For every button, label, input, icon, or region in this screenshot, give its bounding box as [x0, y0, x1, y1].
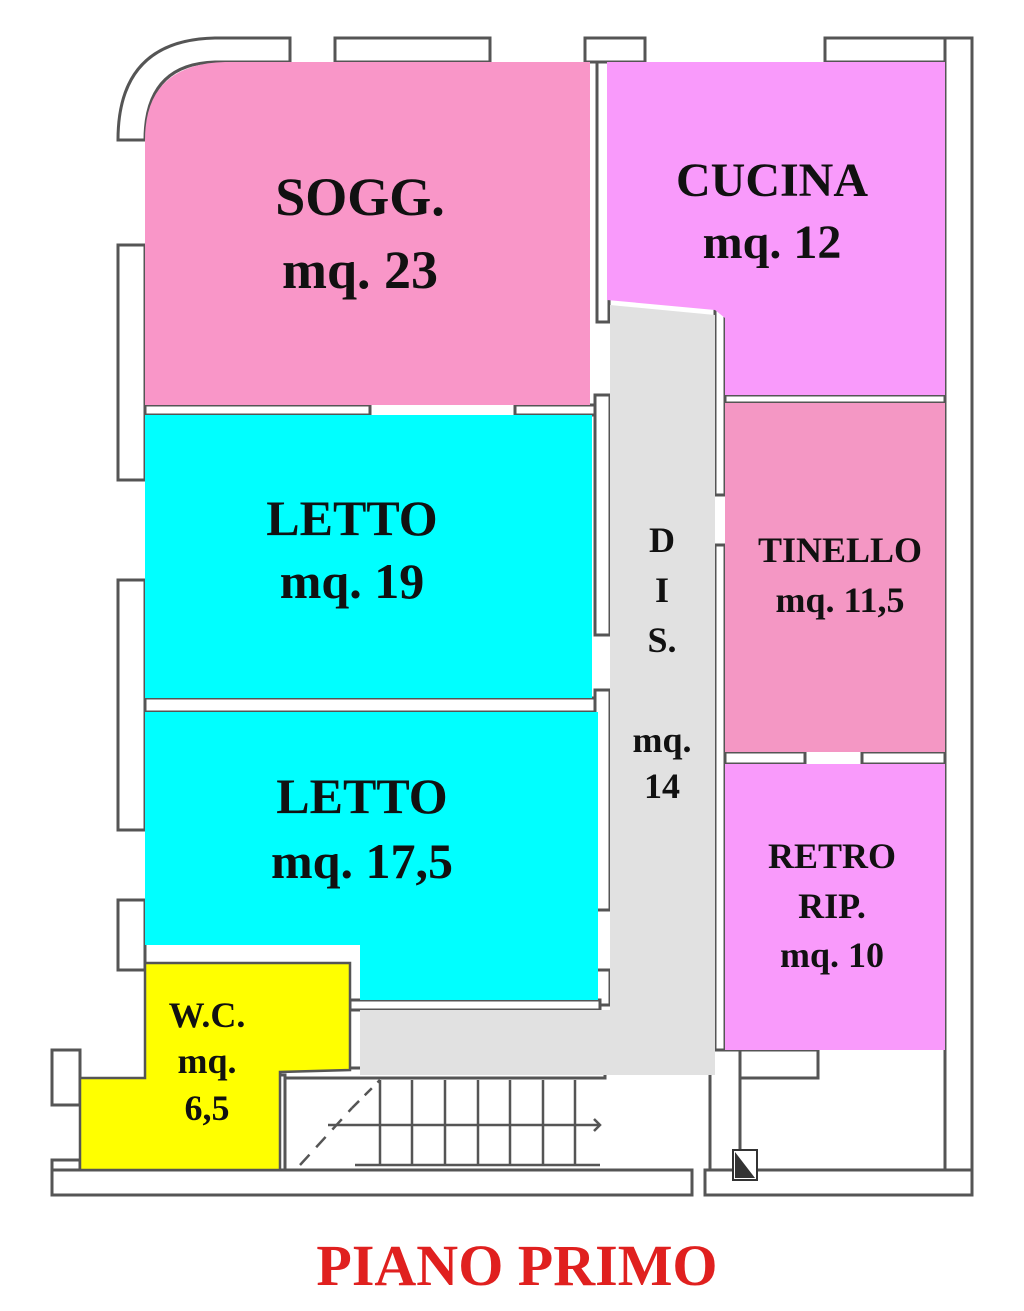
room-retro [725, 764, 945, 1050]
floor-title: PIANO PRIMO [316, 1233, 717, 1298]
room-letto-1 [145, 415, 592, 698]
cucina-area: mq. 12 [703, 216, 842, 269]
chimney-shaft [732, 1149, 758, 1181]
room-soggiorno [145, 62, 590, 405]
room-disimpegno [360, 305, 715, 1075]
wc-area-label: mq. [177, 1041, 236, 1081]
staircase [299, 1079, 602, 1167]
wc-name: W.C. [169, 995, 246, 1035]
dis-letter-i: I [655, 570, 669, 610]
letto2-name: LETTO [276, 768, 447, 824]
dis-area-label: mq. [632, 720, 691, 760]
room-wc [80, 963, 350, 1170]
cucina-name: CUCINA [676, 154, 868, 207]
wc-area-value: 6,5 [185, 1088, 230, 1128]
letto1-name: LETTO [266, 490, 437, 546]
tinello-area: mq. 11,5 [775, 580, 904, 620]
tinello-name: TINELLO [758, 530, 922, 570]
letto2-area: mq. 17,5 [271, 833, 453, 889]
retro-name-1: RETRO [768, 836, 896, 876]
soggiorno-area: mq. 23 [282, 240, 438, 300]
retro-name-2: RIP. [798, 886, 866, 926]
retro-area: mq. 10 [780, 935, 884, 975]
room-cucina [607, 62, 945, 395]
dis-area-value: 14 [644, 766, 680, 806]
soggiorno-name: SOGG. [275, 167, 445, 227]
dis-letter-s: S. [647, 620, 676, 660]
room-tinello [725, 403, 945, 752]
dis-letter-d: D [649, 520, 675, 560]
room-letto-2 [145, 712, 598, 1000]
letto1-area: mq. 19 [280, 553, 424, 609]
